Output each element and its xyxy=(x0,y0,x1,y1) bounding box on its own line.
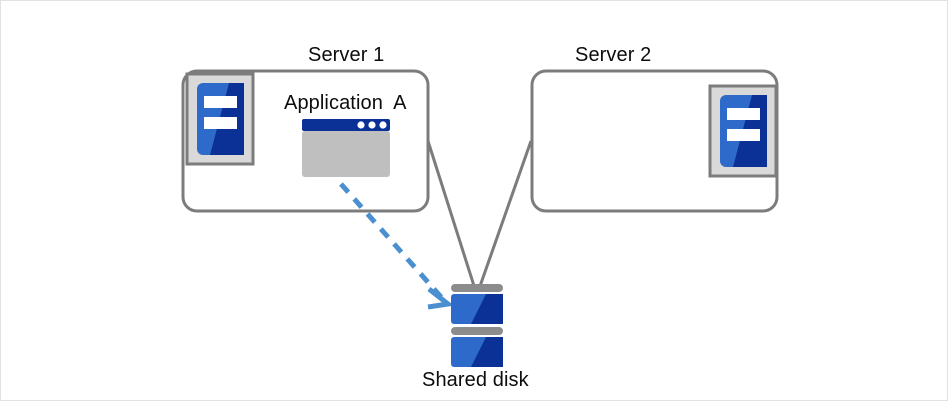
shared-disk-icon[interactable] xyxy=(451,284,503,367)
dashed-arrow-application-to-disk xyxy=(339,182,455,310)
server-2-label: Server 2 xyxy=(575,44,652,66)
connector-server1-to-disk xyxy=(426,140,477,290)
application-a-label: Application A xyxy=(284,92,407,114)
application-window-icon[interactable] xyxy=(302,119,390,177)
server-1-label: Server 1 xyxy=(308,44,385,66)
server-icon xyxy=(185,72,255,166)
server-icon xyxy=(708,84,778,178)
shared-disk-label: Shared disk xyxy=(422,369,529,391)
connector-server2-to-disk xyxy=(477,140,533,290)
